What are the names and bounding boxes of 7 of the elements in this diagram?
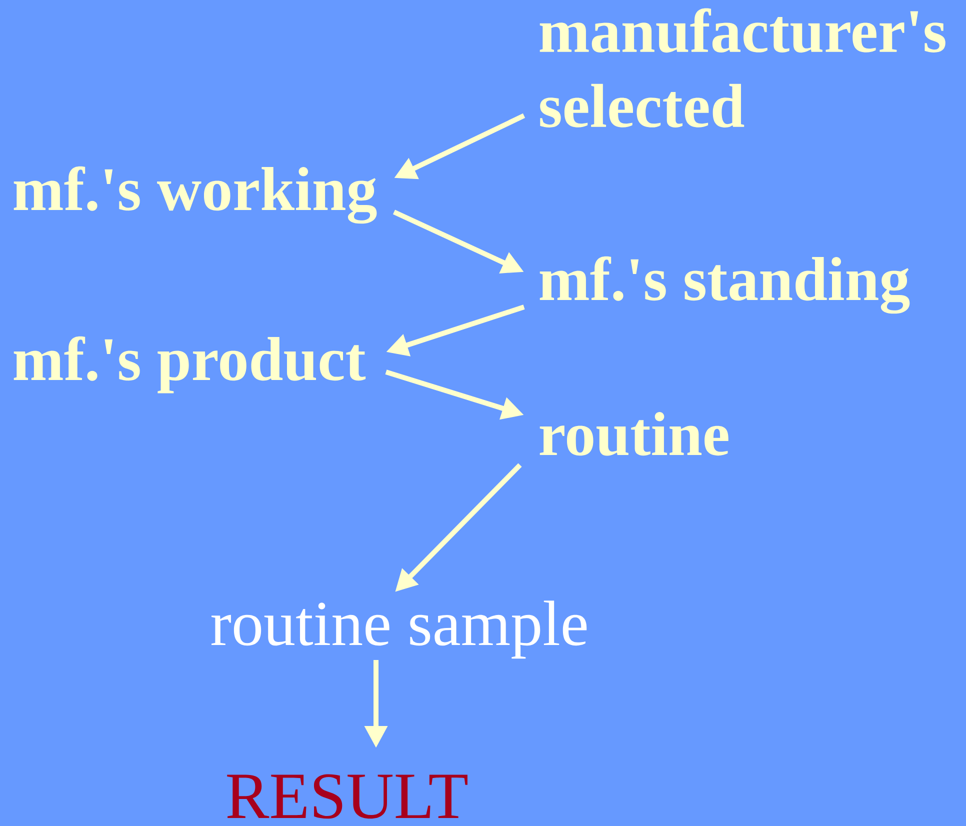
text-label: manufacturer's selected [540,8,946,128]
text-label: routine [540,412,728,456]
text-label: mf.'s standing [540,256,910,314]
result-label: RESULT [227,774,468,819]
text-label: mf.'s working [14,166,377,224]
text-label: mf.'s product [14,336,366,394]
text-label: routine sample [212,600,587,659]
